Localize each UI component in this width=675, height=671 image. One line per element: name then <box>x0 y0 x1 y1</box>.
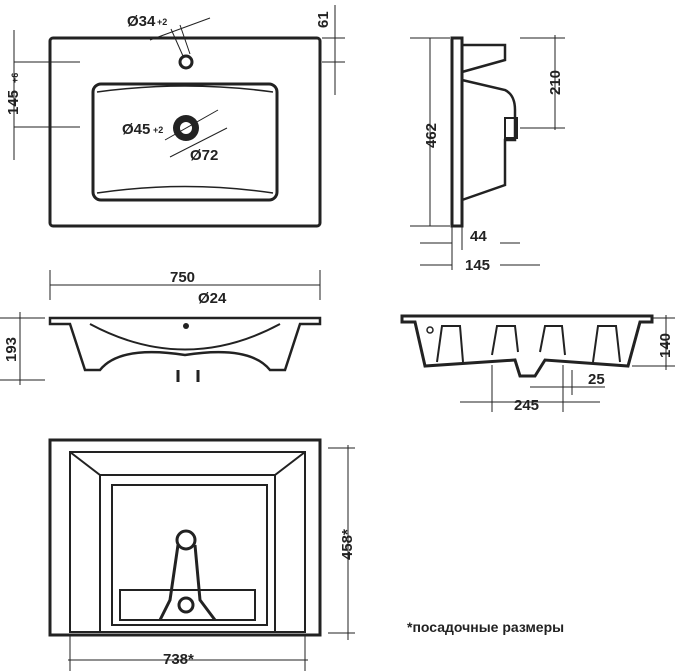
total-height-label: 462 <box>423 123 440 148</box>
section-view: 140 25 245 <box>400 314 675 414</box>
rib-width-label: 25 <box>588 371 605 388</box>
side-view: 210 462 44 145 <box>410 35 565 274</box>
front-view: 750 Ø24 193 <box>0 269 322 385</box>
upper-height-label: 210 <box>547 70 564 95</box>
bottom-width-label: 738* <box>163 651 194 668</box>
faucet-hole-label: Ø34 <box>127 13 156 30</box>
rib-spacing-label: 245 <box>514 397 539 414</box>
top-view: Ø34 +2 61 145 +6 Ø45 +2 Ø72 <box>5 5 345 228</box>
faucet-hole <box>178 54 194 70</box>
drain-offset-label: 145 <box>5 90 22 115</box>
mounting-dimensions-note: *посадочные размеры <box>407 619 564 635</box>
rim-offset-label: 61 <box>315 11 332 28</box>
faucet-tolerance: +2 <box>157 17 167 27</box>
drain-hole-label: Ø45 <box>122 121 150 138</box>
front-height-label: 193 <box>3 337 20 362</box>
outer-depth-label: 145 <box>465 257 490 274</box>
drain-offset-tolerance: +6 <box>10 73 20 83</box>
bottom-depth-label: 458* <box>339 529 356 560</box>
drain-outer-label: Ø72 <box>190 147 218 164</box>
inner-depth-label: 44 <box>470 228 487 245</box>
bottom-view: 458* 738* *посадочные размеры <box>48 438 564 671</box>
drain-tolerance: +2 <box>153 125 163 135</box>
section-height-label: 140 <box>657 333 674 358</box>
width-label: 750 <box>170 269 195 286</box>
overflow-hole-label: Ø24 <box>198 290 227 307</box>
